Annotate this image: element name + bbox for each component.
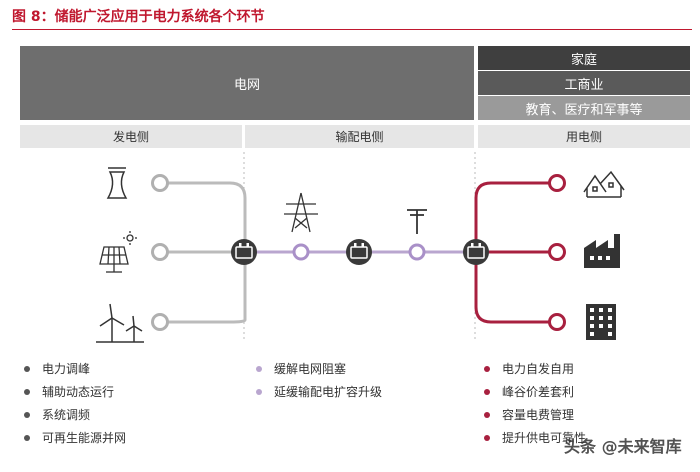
- solar-panel-icon: [99, 231, 137, 273]
- transmission-list: 缓解电网阻塞 延缓输配电扩容升级: [256, 357, 382, 403]
- wind-turbine-icon: [96, 303, 144, 343]
- list-item: 峰谷价差套利: [484, 380, 586, 403]
- generation-node-3: [151, 313, 169, 331]
- list-item: 辅助动态运行: [24, 380, 126, 403]
- battery-icon-generation: [231, 239, 257, 265]
- list-item: 可再生能源并网: [24, 426, 126, 449]
- section-generation: 发电侧: [20, 125, 242, 148]
- list-item: 延缓输配电扩容升级: [256, 380, 382, 403]
- houses-icon: [583, 170, 625, 198]
- battery-icon-transmission: [346, 239, 372, 265]
- consumption-node-1: [548, 174, 566, 192]
- list-item: 电力调峰: [24, 357, 126, 380]
- list-item: 电力自发自用: [484, 357, 586, 380]
- battery-icon-consumption: [463, 239, 489, 265]
- utility-pole-icon: [407, 209, 427, 234]
- list-item: 系统调频: [24, 403, 126, 426]
- transmission-node-2: [408, 243, 426, 261]
- list-item: 容量电费管理: [484, 403, 586, 426]
- watermark: 头条 @未来智库: [564, 437, 682, 456]
- office-building-icon: [586, 304, 616, 340]
- consumption-node-3: [548, 313, 566, 331]
- generation-node-1: [151, 174, 169, 192]
- transmission-tower-icon: [284, 192, 318, 233]
- factory-icon: [584, 234, 620, 268]
- consumption-list: 电力自发自用 峰谷价差套利 容量电费管理 提升供电可靠性: [484, 357, 586, 449]
- commercial-box: 工商业: [478, 71, 690, 95]
- consumption-lines: [474, 181, 556, 324]
- education-box: 教育、医疗和军事等: [478, 96, 690, 120]
- grid-box: 电网: [20, 46, 474, 120]
- consumption-node-2: [548, 243, 566, 261]
- transmission-node-1: [292, 243, 310, 261]
- title-divider: [12, 29, 692, 30]
- section-transmission: 输配电侧: [245, 125, 474, 148]
- cooling-tower-icon: [106, 167, 128, 199]
- list-item: 提升供电可靠性: [484, 426, 586, 449]
- list-item: 缓解电网阻塞: [256, 357, 382, 380]
- figure-title: 图 8：储能广泛应用于电力系统各个环节: [12, 9, 265, 25]
- generation-list: 电力调峰 辅助动态运行 系统调频 可再生能源并网: [24, 357, 126, 449]
- section-consumption: 用电侧: [478, 125, 690, 148]
- home-box: 家庭: [478, 46, 690, 70]
- generation-node-2: [151, 243, 169, 261]
